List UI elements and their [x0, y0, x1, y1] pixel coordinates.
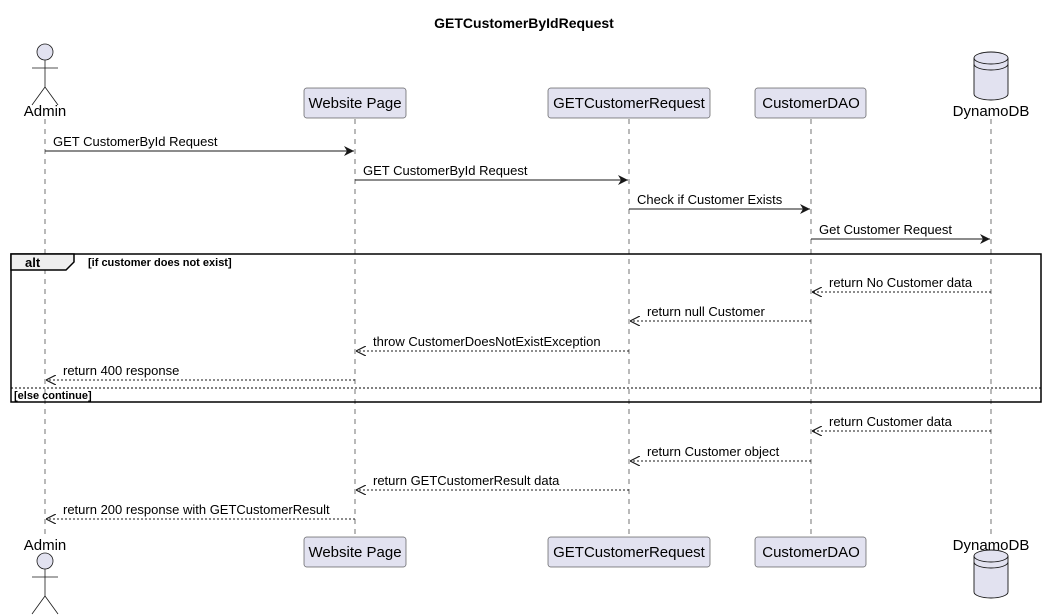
message-label: return null Customer — [647, 304, 765, 319]
participant-label: GETCustomerRequest — [553, 95, 706, 112]
else-guard: [else continue] — [14, 390, 92, 402]
participant-box — [303, 87, 407, 119]
alt-keyword: alt — [25, 255, 41, 270]
participant-request-top: GETCustomerRequest — [547, 87, 711, 119]
participant-dao-bottom: CustomerDAO — [754, 536, 867, 568]
participant-label: Website Page — [308, 544, 401, 561]
actor-icon — [31, 43, 59, 106]
participant-admin-top: Admin — [24, 43, 67, 120]
participant-request-bottom: GETCustomerRequest — [547, 536, 711, 568]
message-4: Get Customer Request — [811, 222, 990, 244]
message-7: throw CustomerDoesNotExistException — [356, 334, 629, 351]
participant-label: DynamoDB — [953, 103, 1030, 120]
message-1: GET CustomerById Request — [45, 134, 354, 156]
message-label: return 200 response with GETCustomerResu… — [63, 502, 330, 517]
message-12: return 200 response with GETCustomerResu… — [46, 502, 355, 519]
message-6: return null Customer — [630, 304, 811, 321]
participant-box — [754, 536, 867, 568]
participant-label: CustomerDAO — [762, 95, 860, 112]
participant-dao-top: CustomerDAO — [754, 87, 867, 119]
message-2: GET CustomerById Request — [355, 163, 628, 185]
participant-label: Website Page — [308, 95, 401, 112]
alt-guard: [if customer does not exist] — [88, 257, 232, 269]
message-9: return Customer data — [812, 414, 991, 431]
participant-box — [754, 87, 867, 119]
message-label: return 400 response — [63, 363, 179, 378]
database-icon — [973, 51, 1009, 101]
diagram-title: GETCustomerByIdRequest — [434, 15, 614, 31]
database-icon — [973, 549, 1009, 599]
message-label: Check if Customer Exists — [637, 192, 783, 207]
message-label: Get Customer Request — [819, 222, 952, 237]
participant-label: Admin — [24, 103, 67, 120]
message-label: return No Customer data — [829, 275, 973, 290]
alt-fragment-tab — [10, 253, 75, 271]
message-10: return Customer object — [630, 444, 811, 461]
participant-box — [303, 536, 407, 568]
participant-box — [547, 87, 711, 119]
message-label: return Customer object — [647, 444, 780, 459]
participant-label: DynamoDB — [953, 537, 1030, 554]
message-label: return Customer data — [829, 414, 953, 429]
message-3: Check if Customer Exists — [629, 192, 810, 214]
alt-fragment: alt [if customer does not exist] [else c… — [10, 253, 1042, 403]
participant-website-bottom: Website Page — [303, 536, 407, 568]
alt-fragment-frame — [10, 253, 1042, 403]
participant-label: CustomerDAO — [762, 544, 860, 561]
message-label: throw CustomerDoesNotExistException — [373, 334, 601, 349]
participant-admin-bottom: Admin — [24, 537, 67, 615]
message-label: return GETCustomerResult data — [373, 473, 560, 488]
participant-box — [547, 536, 711, 568]
message-8: return 400 response — [46, 363, 355, 380]
participant-dynamo-top: DynamoDB — [953, 51, 1030, 120]
participant-website-top: Website Page — [303, 87, 407, 119]
message-5: return No Customer data — [812, 275, 991, 292]
message-label: GET CustomerById Request — [363, 163, 528, 178]
participant-label: GETCustomerRequest — [553, 544, 706, 561]
message-11: return GETCustomerResult data — [356, 473, 629, 490]
actor-icon — [31, 552, 59, 615]
participant-dynamo-bottom: DynamoDB — [953, 537, 1030, 599]
participant-label: Admin — [24, 537, 67, 554]
message-label: GET CustomerById Request — [53, 134, 218, 149]
